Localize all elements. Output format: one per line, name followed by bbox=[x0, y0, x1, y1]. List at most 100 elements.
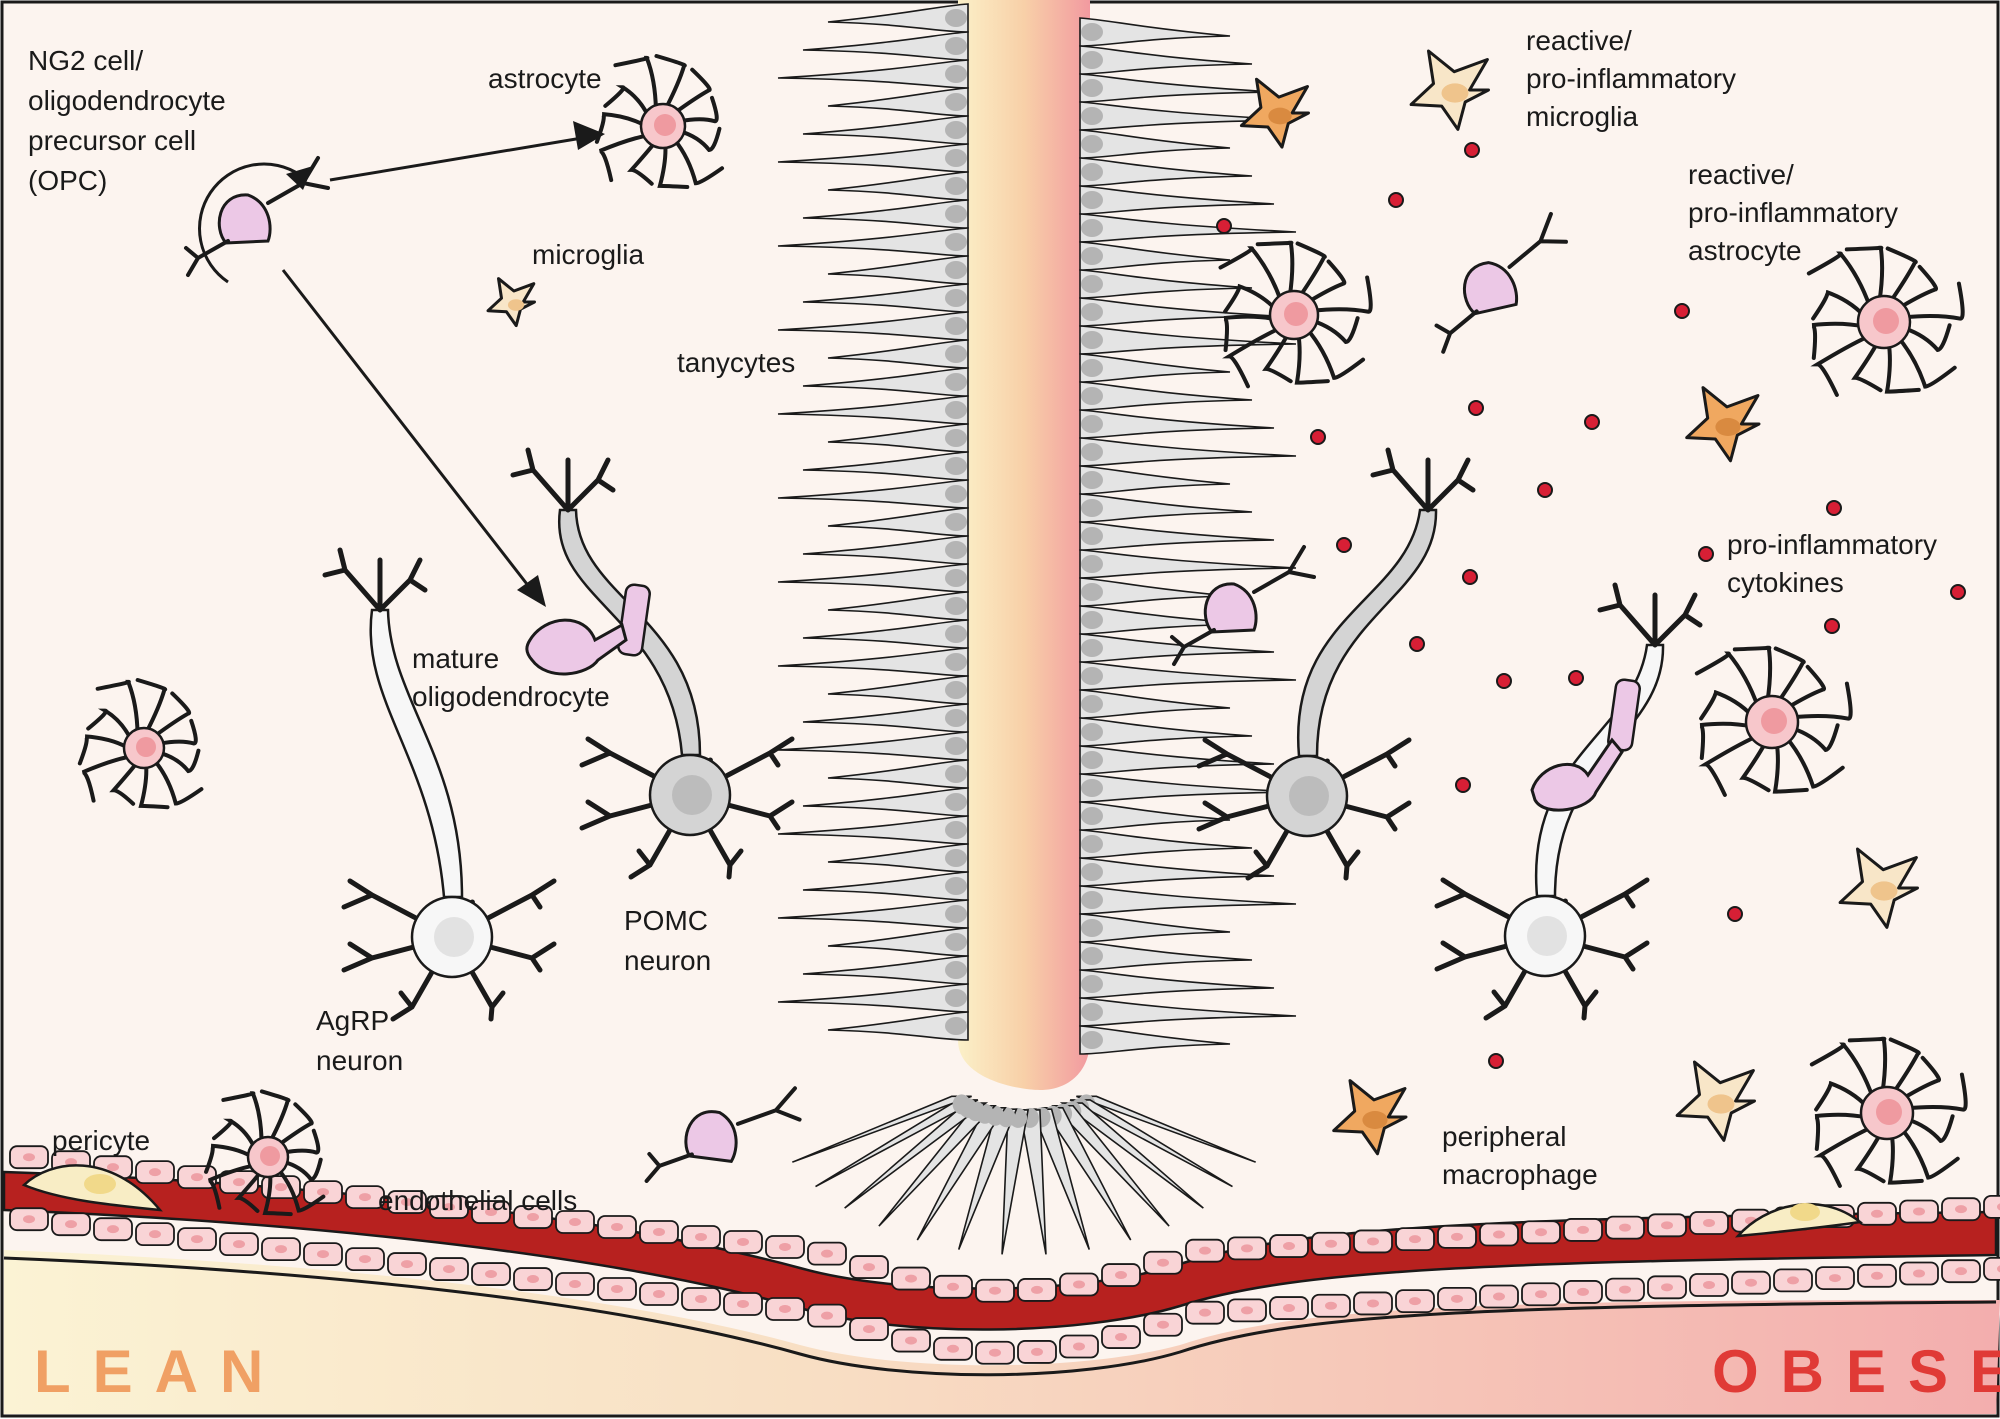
astrocyte-lean-3 bbox=[204, 1089, 326, 1217]
tanycyte bbox=[827, 843, 969, 873]
opc-lean-bottom bbox=[644, 1086, 802, 1183]
tanycyte bbox=[1079, 689, 1231, 719]
tanycyte bbox=[777, 227, 969, 257]
label-macrophage-2: macrophage bbox=[1442, 1159, 1598, 1190]
tanycyte bbox=[777, 647, 969, 677]
tanycyte bbox=[1079, 801, 1231, 831]
tanycyte bbox=[1079, 325, 1297, 355]
tanycyte bbox=[827, 591, 969, 621]
tanycyte bbox=[827, 3, 969, 33]
tanycyte bbox=[1079, 745, 1275, 775]
tanycyte bbox=[827, 339, 969, 369]
peripheral-macrophage bbox=[1332, 1079, 1408, 1156]
macrophage-obese-1 bbox=[1239, 77, 1310, 149]
tanycyte bbox=[1079, 409, 1275, 439]
pericyte-right bbox=[1734, 1202, 1864, 1238]
label-agrp-1: AgRP bbox=[316, 1005, 389, 1036]
tanycyte bbox=[1079, 633, 1275, 663]
tanycyte bbox=[1079, 45, 1253, 75]
label-pomc-2: neuron bbox=[624, 945, 711, 976]
label-pericyte: pericyte bbox=[52, 1125, 150, 1156]
tanycyte bbox=[777, 143, 969, 173]
label-astrocyte: astrocyte bbox=[488, 63, 602, 94]
tanycyte bbox=[827, 423, 969, 453]
tanycyte bbox=[777, 563, 969, 593]
tanycyte bbox=[802, 535, 969, 565]
agrp-neuron-lean bbox=[322, 547, 557, 1022]
tanycyte bbox=[1079, 997, 1297, 1027]
mature-oligodendrocyte bbox=[525, 618, 628, 676]
tanycyte bbox=[802, 703, 969, 733]
label-cytokines-1: pro-inflammatory bbox=[1727, 529, 1937, 560]
tanycyte bbox=[1079, 605, 1253, 635]
tanycyte bbox=[777, 899, 969, 929]
arrowhead-oligodendrocyte bbox=[517, 575, 546, 607]
tanycyte bbox=[777, 815, 969, 845]
tanycyte bbox=[1079, 969, 1275, 999]
label-pomc-1: POMC bbox=[624, 905, 708, 936]
label-opc-3: precursor cell bbox=[28, 125, 196, 156]
tanycyte bbox=[1079, 129, 1231, 159]
label-tanycytes: tanycytes bbox=[677, 347, 795, 378]
tanycyte bbox=[827, 675, 969, 705]
label-reactive-microglia-2: pro-inflammatory bbox=[1526, 63, 1736, 94]
label-agrp-2: neuron bbox=[316, 1045, 403, 1076]
reactive-microglia-1 bbox=[1409, 49, 1490, 131]
differentiation-arrows bbox=[198, 121, 605, 607]
tanycyte bbox=[1079, 269, 1253, 299]
tanycyte bbox=[827, 1011, 969, 1041]
reactive-microglia-3 bbox=[1675, 1060, 1756, 1142]
tanycyte bbox=[777, 311, 969, 341]
tanycyte bbox=[1079, 913, 1231, 943]
tanycyte bbox=[1079, 941, 1253, 971]
vessel-wall bbox=[3, 1256, 1997, 1377]
pro-inflammatory-cytokines bbox=[1216, 142, 1966, 1069]
opc-obese-2 bbox=[1170, 545, 1316, 666]
tanycyte bbox=[802, 367, 969, 397]
label-reactive-astro-1: reactive/ bbox=[1688, 159, 1794, 190]
tanycyte bbox=[1079, 1025, 1231, 1055]
tanycyte bbox=[1079, 717, 1253, 747]
cell-layer bbox=[77, 49, 1968, 1217]
reactive-microglia-2 bbox=[1838, 847, 1919, 929]
tanycyte bbox=[802, 283, 969, 313]
reactive-astrocyte-2 bbox=[1806, 245, 1965, 397]
tanycyte bbox=[777, 479, 969, 509]
tanycyte bbox=[802, 955, 969, 985]
tanycyte bbox=[827, 171, 969, 201]
label-reactive-microglia-1: reactive/ bbox=[1526, 25, 1632, 56]
tanycyte bbox=[827, 87, 969, 117]
label-opc-4: (OPC) bbox=[28, 165, 107, 196]
tissue-band bbox=[4, 1250, 2000, 1414]
tanycyte bbox=[827, 507, 969, 537]
reactive-astrocyte-1 bbox=[1218, 240, 1373, 389]
tanycyte bbox=[1079, 17, 1231, 47]
label-mature-2: oligodendrocyte bbox=[412, 681, 610, 712]
label-lean: LEAN bbox=[34, 1338, 285, 1405]
reactive-astrocyte-4 bbox=[1809, 1036, 1968, 1188]
tanycyte bbox=[1079, 241, 1231, 271]
label-macrophage-1: peripheral bbox=[1442, 1121, 1567, 1152]
label-cytokines-2: cytokines bbox=[1727, 567, 1844, 598]
label-microglia: microglia bbox=[532, 239, 644, 270]
label-reactive-microglia-3: microglia bbox=[1526, 101, 1638, 132]
mature-oligodendrocyte-obese bbox=[1530, 737, 1624, 812]
tanycyte bbox=[1079, 829, 1253, 859]
pomc-neuron-obese bbox=[1196, 447, 1476, 881]
agrp-neuron-obese bbox=[1434, 582, 1703, 1021]
tanycyte bbox=[802, 115, 969, 145]
tanycyte bbox=[1079, 353, 1231, 383]
tanycyte bbox=[827, 759, 969, 789]
microglia-lean bbox=[486, 277, 536, 328]
tanycyte bbox=[777, 395, 969, 425]
tanycyte bbox=[1079, 185, 1275, 215]
label-mature-1: mature bbox=[412, 643, 499, 674]
tanycyte-fan bbox=[878, 1103, 997, 1227]
tanycyte bbox=[1079, 465, 1231, 495]
arrowhead-astrocyte bbox=[573, 121, 605, 150]
tanycyte-fan bbox=[792, 1094, 972, 1163]
tanycyte bbox=[1079, 381, 1253, 411]
pericyte-left bbox=[21, 1164, 163, 1212]
opc-obese-1 bbox=[1434, 211, 1568, 354]
